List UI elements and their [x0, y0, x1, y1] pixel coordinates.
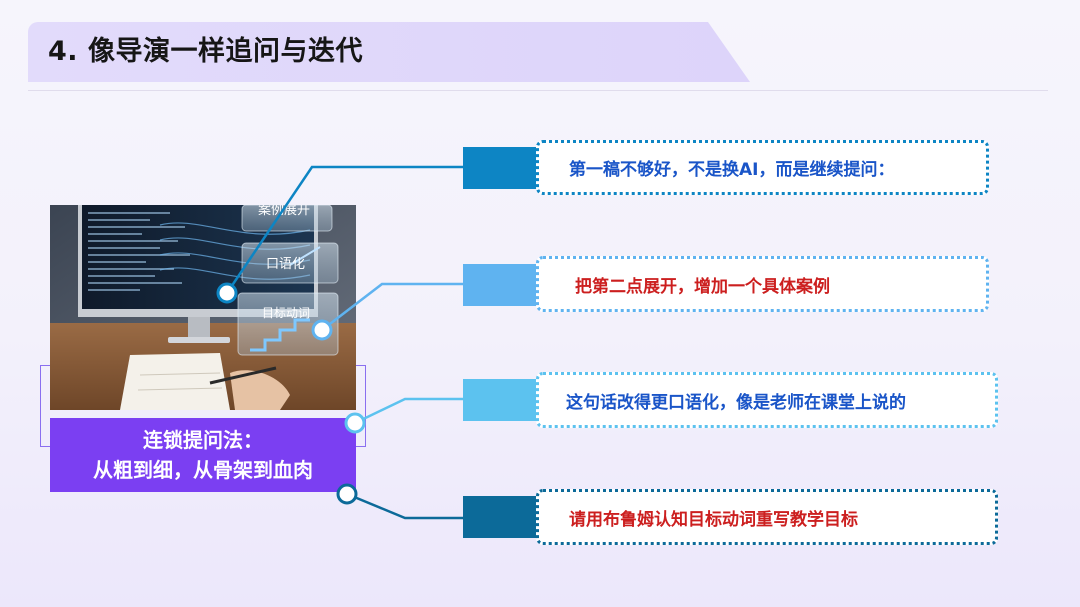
method-label: 连锁提问法： 从粗到细，从骨架到血肉 [50, 418, 356, 492]
illustration-svg: 案例展开 口语化 目标动词 [50, 205, 356, 410]
step-text-4: 请用布鲁姆认知目标动词重写教学目标 [569, 505, 858, 530]
step-text-3: 这句话改得更口语化，像是老师在课堂上说的 [566, 388, 906, 413]
connector-3 [355, 399, 464, 423]
step-tab-1 [463, 147, 537, 189]
illustration-photo: 案例展开 口语化 目标动词 [50, 205, 356, 410]
step-text-1: 第一稿不够好，不是换AI，而是继续提问： [569, 155, 894, 180]
method-label-line-2: 从粗到细，从骨架到血肉 [50, 455, 356, 485]
step-callout-3: 这句话改得更口语化，像是老师在课堂上说的 [536, 372, 998, 428]
step-text-2: 把第二点展开，增加一个具体案例 [575, 272, 830, 297]
step-callout-4: 请用布鲁姆认知目标动词重写教学目标 [536, 489, 998, 545]
step-callout-1: 第一稿不够好，不是换AI，而是继续提问： [536, 140, 989, 195]
connector-4 [347, 494, 464, 518]
method-label-line-1: 连锁提问法： [50, 425, 356, 455]
page-title: 4. 像导演一样追问与迭代 [48, 32, 363, 72]
step-tab-2 [463, 264, 537, 306]
overlay-label-2: 口语化 [266, 257, 305, 272]
overlay-label-1: 案例展开 [258, 205, 310, 218]
overlay-label-3: 目标动词 [262, 306, 310, 320]
step-callout-2: 把第二点展开，增加一个具体案例 [536, 256, 989, 312]
step-tab-3 [463, 379, 537, 421]
step-tab-4 [463, 496, 537, 538]
title-divider [28, 90, 1048, 91]
